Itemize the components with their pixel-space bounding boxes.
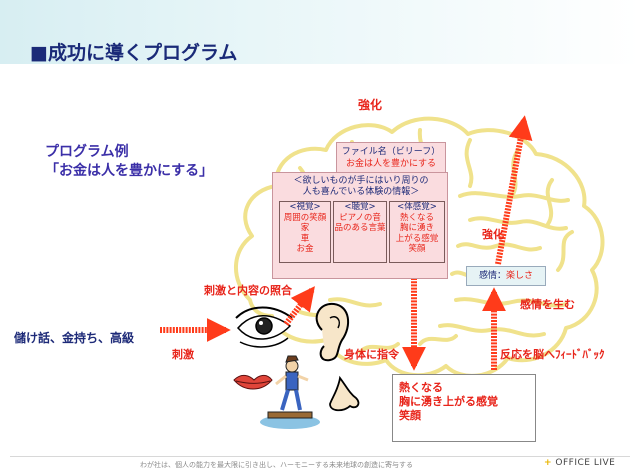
label-body-command: 身体に指令 — [344, 348, 399, 361]
arrow-strengthen-top — [390, 130, 430, 140]
sense-visual-item: 家 — [300, 223, 310, 233]
header-band — [0, 0, 640, 64]
slide-title: ■成功に導くプログラム — [30, 42, 238, 64]
experience-info-box: ＜欲しいものが手にはいり周りの 人も喜んでいる体験の情報＞ <視覚> 周囲の笑顔… — [272, 172, 448, 279]
belief-file-box: ファイル名（ビリーフ） お金は人を豊かにする — [336, 142, 446, 173]
body-response-line: 熱くなる — [399, 381, 443, 394]
arrow-emotion-to-strengthen — [495, 115, 533, 265]
sense-kinesthetic-item: 笑顔 — [408, 244, 426, 254]
footer-divider — [10, 456, 630, 457]
emotion-label: 感情： — [478, 271, 506, 281]
eye-icon — [235, 306, 293, 348]
sense-auditory: <聴覚> ピアノの音 品のある言葉 — [333, 201, 387, 263]
label-strengthen-top: 強化 — [358, 98, 383, 112]
brand-logo: + OFFICE LIVE — [544, 458, 615, 468]
sense-kinesthetic: <体感覚> 熱くなる 胸に湧き 上がる感覚 笑顔 — [389, 201, 445, 263]
label-emotion-generate: 感情を生む — [520, 298, 575, 311]
label-strengthen-right: 強化 — [482, 228, 504, 241]
brand-name: OFFICE LIVE — [555, 458, 616, 468]
experience-info-heading: ＜欲しいものが手にはいり周りの 人も喜んでいる体験の情報＞ — [273, 176, 449, 198]
footer-mission: わが社は、個人の能力を最大限に引き出し、ハーモニーする未来地球の創造に寄与する — [140, 461, 413, 469]
program-example-line2: 「お金は人を豊かにする」 — [45, 163, 214, 179]
sense-auditory-item: 品のある言葉 — [334, 223, 386, 233]
body-response-line: 胸に湧き上がる感覚 — [399, 395, 498, 408]
ear-icon — [315, 302, 350, 362]
sense-kinesthetic-item: 胸に湧き — [399, 223, 434, 233]
sense-kinesthetic-item: 上がる感覚 — [395, 233, 439, 244]
brand-plus: + — [544, 458, 553, 468]
sense-visual: <視覚> 周囲の笑顔 家 車 お金 — [279, 201, 331, 263]
program-example-line1: プログラム例 — [45, 144, 129, 160]
label-input-text: 儲け話、金持ち、高級 — [14, 331, 135, 345]
sense-visual-caption: <視覚> — [289, 202, 321, 212]
program-example-title: プログラム例 「お金は人を豊かにする」 — [45, 143, 213, 181]
emotion-box: 感情：楽しさ — [466, 266, 546, 286]
sense-kinesthetic-item: 熱くなる — [399, 212, 434, 223]
belief-file-value: お金は人を豊かにする — [345, 159, 437, 169]
label-feedback: 反応を脳へﾌｨｰﾄﾞﾊﾞｯｸ — [500, 348, 605, 361]
emotion-value: 楽しさ — [506, 271, 534, 281]
sense-kinesthetic-caption: <体感覚> — [397, 202, 437, 212]
label-stimulus: 刺激 — [172, 348, 194, 361]
experience-info-heading-line2: 人も喜んでいる体験の情報＞ — [302, 187, 420, 197]
arrow-eye-to-program — [283, 286, 315, 326]
sense-visual-item: 車 — [300, 233, 310, 244]
label-stimulus-collation: 刺激と内容の照合 — [204, 284, 292, 297]
sense-auditory-item: ピアノの音 — [339, 212, 381, 223]
nose-icon — [329, 375, 360, 412]
sense-visual-item: 周囲の笑顔 — [283, 212, 327, 223]
body-response-box: 熱くなる 胸に湧き上がる感覚 笑顔 — [392, 374, 536, 442]
sense-visual-item: お金 — [296, 244, 314, 254]
child-walking-icon — [260, 355, 320, 429]
lips-icon — [233, 374, 273, 390]
sense-auditory-caption: <聴覚> — [344, 202, 376, 212]
belief-file-label: ファイル名（ビリーフ） — [341, 147, 441, 157]
body-response-line: 笑顔 — [399, 409, 421, 422]
experience-info-heading-line1: ＜欲しいものが手にはいり周りの — [293, 176, 429, 186]
